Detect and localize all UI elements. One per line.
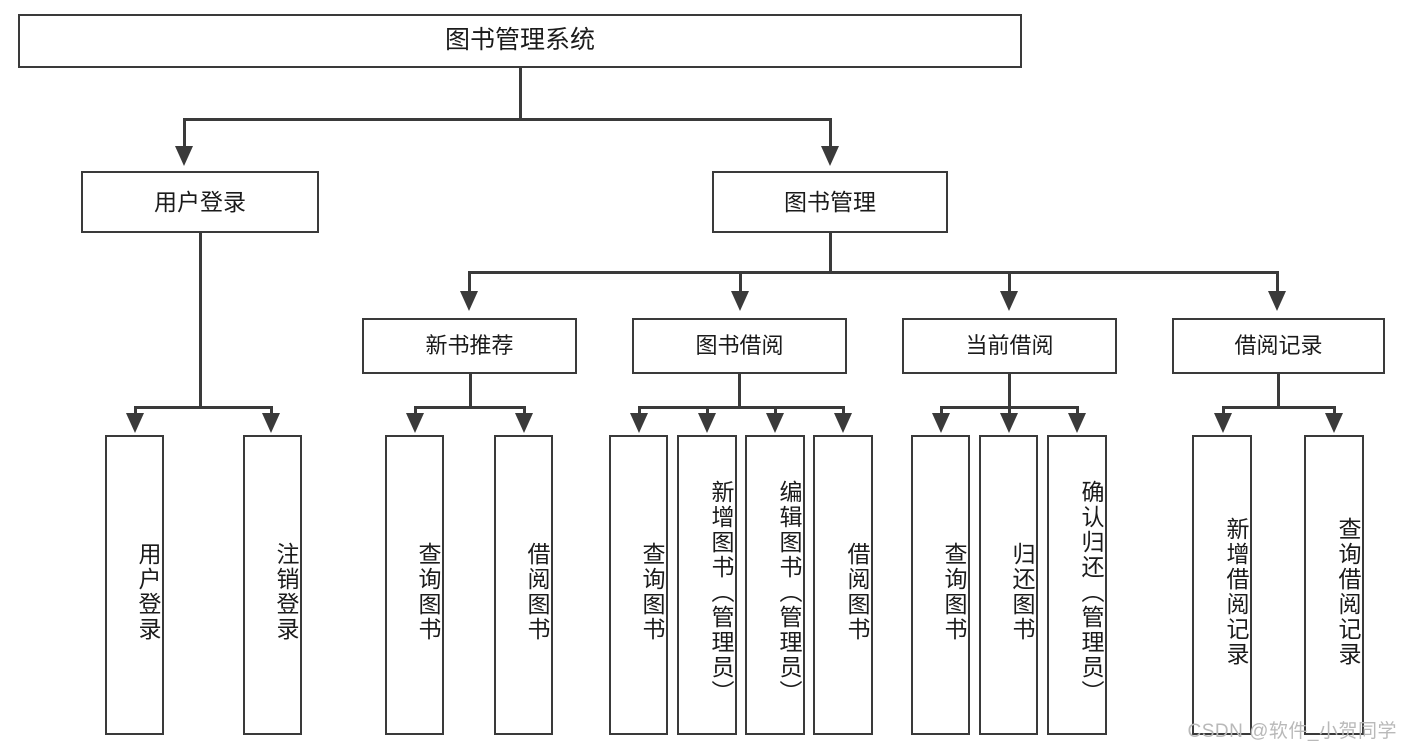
edge-new-book-drop-1 (414, 406, 417, 415)
leaf-logout[interactable]: 注销登录 (243, 435, 302, 735)
leaf-edit-book-admin[interactable]: 编辑图书（管理员） (745, 435, 805, 735)
edge-level3-drop-1 (468, 271, 471, 293)
node-label: 当前借阅 (965, 333, 1054, 359)
edge-level2-bus (183, 118, 831, 121)
node-user-login[interactable]: 用户登录 (81, 171, 319, 233)
edge-current-borrow-stem (1008, 374, 1011, 408)
arrow-book-borrow-leaf-2 (698, 413, 716, 433)
node-book-management[interactable]: 图书管理 (712, 171, 948, 233)
edge-root-stem (519, 68, 522, 118)
node-book-borrow[interactable]: 图书借阅 (632, 318, 847, 374)
edge-user-login-stem (199, 233, 202, 406)
arrow-user-login-leaf-2 (262, 413, 280, 433)
node-label: 查询图书 (415, 542, 441, 642)
edge-book-borrow-stem (738, 374, 741, 408)
edge-borrow-record-stem (1277, 374, 1280, 408)
leaf-query-book-current[interactable]: 查询图书 (911, 435, 970, 735)
edge-user-login-drop-1 (134, 406, 137, 415)
arrow-level2-1 (175, 146, 193, 166)
arrow-user-login-leaf-1 (126, 413, 144, 433)
node-label: 用户登录 (154, 188, 246, 215)
arrow-borrow-record-leaf-1 (1214, 413, 1232, 433)
node-label: 借阅图书 (524, 542, 550, 642)
node-current-borrow[interactable]: 当前借阅 (902, 318, 1117, 374)
leaf-user-login[interactable]: 用户登录 (105, 435, 164, 735)
node-label: 新增图书（管理员） (708, 479, 734, 705)
node-label: 查询借阅记录 (1335, 517, 1361, 667)
edge-book-borrow-bus (638, 406, 844, 409)
arrow-book-borrow-leaf-4 (834, 413, 852, 433)
node-label: 借阅记录 (1234, 333, 1323, 359)
node-label: 编辑图书（管理员） (776, 479, 802, 705)
node-label: 确认归还（管理员） (1078, 479, 1104, 705)
leaf-return-book[interactable]: 归还图书 (979, 435, 1038, 735)
edge-new-book-bus (414, 406, 526, 409)
edge-user-login-drop-2 (270, 406, 273, 415)
node-root-book-management-system[interactable]: 图书管理系统 (18, 14, 1022, 68)
arrow-book-borrow-leaf-1 (630, 413, 648, 433)
arrow-level3-1 (460, 291, 478, 311)
leaf-add-book-admin[interactable]: 新增图书（管理员） (677, 435, 737, 735)
node-label: 借阅图书 (844, 542, 870, 642)
arrow-book-borrow-leaf-3 (766, 413, 784, 433)
node-label: 新书推荐 (425, 333, 514, 359)
node-borrow-record[interactable]: 借阅记录 (1172, 318, 1385, 374)
edge-book-management-stem (829, 233, 832, 271)
edge-current-borrow-drop-3 (1076, 406, 1079, 415)
csdn-watermark: CSDN @软件_小贺同学 (1187, 721, 1397, 742)
edge-user-login-bus (134, 406, 273, 409)
edge-current-borrow-drop-2 (1008, 406, 1011, 415)
leaf-add-borrow-record[interactable]: 新增借阅记录 (1192, 435, 1252, 735)
node-label: 归还图书 (1009, 542, 1035, 642)
edge-borrow-record-drop-1 (1222, 406, 1225, 415)
arrow-current-borrow-leaf-1 (932, 413, 950, 433)
edge-book-borrow-drop-1 (638, 406, 641, 415)
edge-new-book-stem (469, 374, 472, 408)
leaf-query-book-recommend[interactable]: 查询图书 (385, 435, 444, 735)
arrow-borrow-record-leaf-2 (1325, 413, 1343, 433)
edge-book-borrow-drop-2 (706, 406, 709, 415)
leaf-query-borrow-record[interactable]: 查询借阅记录 (1304, 435, 1364, 735)
arrow-new-book-leaf-1 (406, 413, 424, 433)
edge-book-borrow-drop-4 (842, 406, 845, 415)
edge-borrow-record-bus (1222, 406, 1336, 409)
node-label: 图书管理系统 (444, 26, 595, 55)
arrow-new-book-leaf-2 (515, 413, 533, 433)
arrow-current-borrow-leaf-3 (1068, 413, 1086, 433)
edge-current-borrow-drop-1 (940, 406, 943, 415)
arrow-level3-3 (1000, 291, 1018, 311)
node-label: 新增借阅记录 (1223, 517, 1249, 667)
edge-borrow-record-drop-2 (1333, 406, 1336, 415)
edge-level2-drop-1 (183, 118, 186, 148)
node-label: 查询图书 (639, 542, 665, 642)
edge-book-borrow-drop-3 (774, 406, 777, 415)
leaf-borrow-book-recommend[interactable]: 借阅图书 (494, 435, 553, 735)
node-label: 用户登录 (135, 542, 161, 642)
edge-new-book-drop-2 (523, 406, 526, 415)
arrow-level3-2 (731, 291, 749, 311)
node-label: 查询图书 (941, 542, 967, 642)
edge-level3-bus (468, 271, 1278, 274)
leaf-borrow-book[interactable]: 借阅图书 (813, 435, 873, 735)
arrow-level2-2 (821, 146, 839, 166)
leaf-confirm-return-admin[interactable]: 确认归还（管理员） (1047, 435, 1107, 735)
leaf-query-book-borrow[interactable]: 查询图书 (609, 435, 668, 735)
edge-level3-drop-4 (1276, 271, 1279, 293)
node-new-book-recommend[interactable]: 新书推荐 (362, 318, 577, 374)
node-label: 注销登录 (273, 542, 299, 642)
edge-level3-drop-3 (1008, 271, 1011, 293)
edge-level3-drop-2 (739, 271, 742, 293)
arrow-level3-4 (1268, 291, 1286, 311)
node-label: 图书借阅 (695, 333, 784, 359)
node-label: 图书管理 (784, 188, 876, 215)
edge-level2-drop-2 (829, 118, 832, 148)
arrow-current-borrow-leaf-2 (1000, 413, 1018, 433)
